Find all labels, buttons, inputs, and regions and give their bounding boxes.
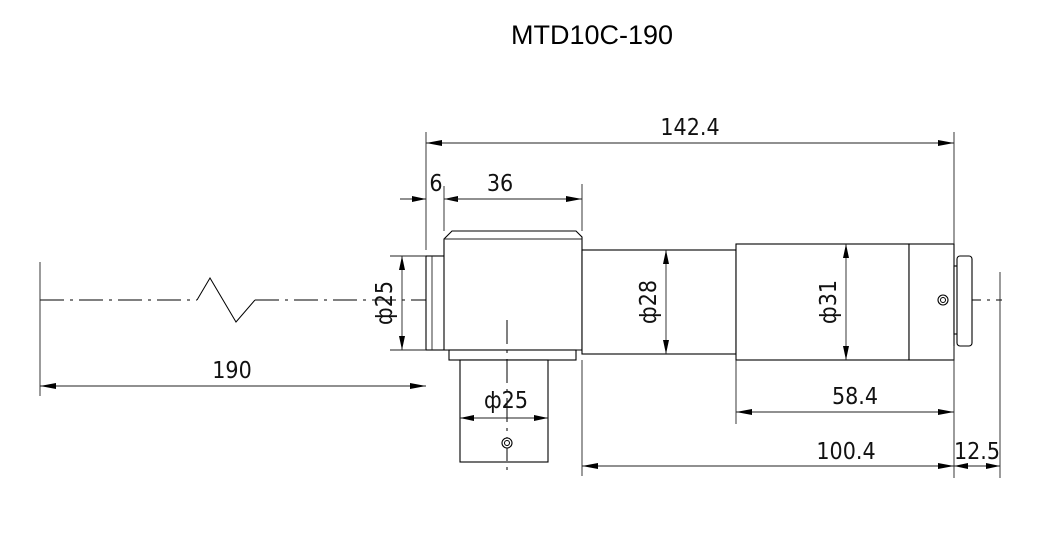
drawing-title: MTD10C-190 <box>511 20 673 50</box>
knob-hole <box>501 437 513 449</box>
dim-rear-length: 58.4 <box>832 384 878 410</box>
dim-side-diameter: ф25 <box>484 388 528 414</box>
part-outline <box>425 230 973 474</box>
block-step <box>448 349 577 361</box>
end-cap-screw <box>937 294 949 306</box>
rear-barrel <box>735 243 910 361</box>
dim-flange-thickness: 6 <box>429 171 442 197</box>
dim-middle-diameter: ф28 <box>636 280 662 324</box>
dim-block-length: 36 <box>487 171 513 197</box>
dim-travel-length: 190 <box>212 358 252 384</box>
dim-rear-diameter: ф31 <box>816 280 842 324</box>
end-knob <box>956 255 973 347</box>
middle-tube <box>581 249 737 355</box>
dim-overall-length: 142.4 <box>660 115 719 141</box>
main-block <box>443 230 583 351</box>
dimension-lines <box>40 132 1001 478</box>
dim-front-diameter: ф25 <box>372 281 398 325</box>
dim-middle-to-end: 100.4 <box>816 439 875 465</box>
dim-end-cap: 12.5 <box>954 439 1000 465</box>
